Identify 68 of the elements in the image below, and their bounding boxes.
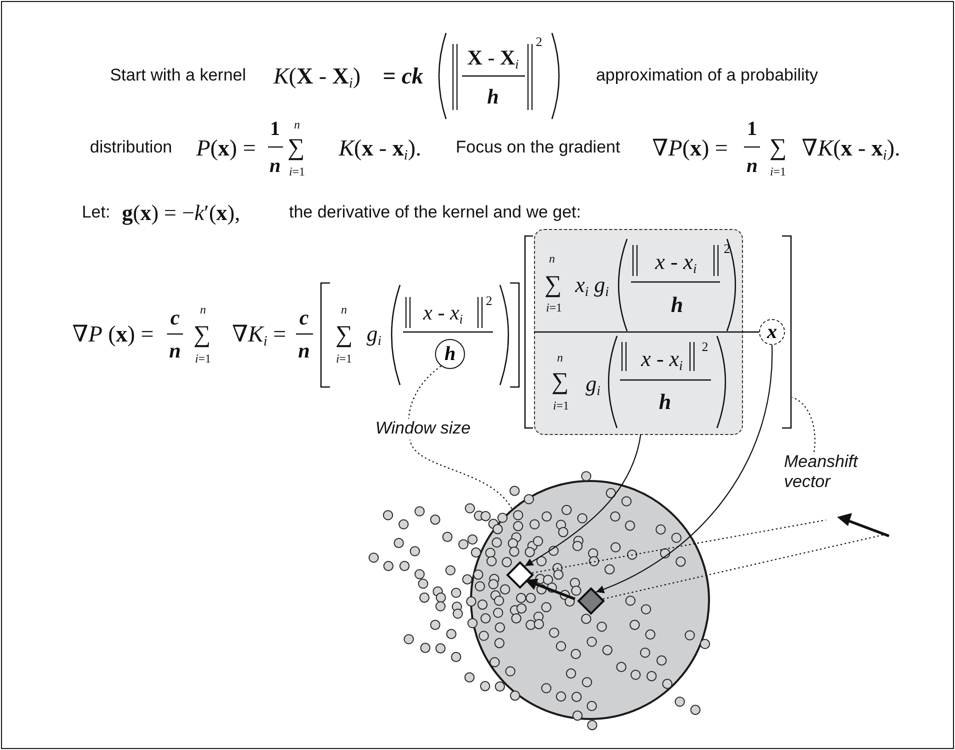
summation-limit: i=1 — [546, 301, 562, 315]
body-text: Let: — [82, 204, 110, 222]
body-text: approximation of a probability — [596, 66, 818, 86]
summation-limit: n — [549, 252, 555, 266]
formula: c — [299, 306, 309, 330]
leader-line — [408, 366, 512, 510]
dashed-highlight-box — [534, 229, 743, 435]
arrow — [524, 578, 576, 600]
exponent: 2 — [486, 294, 492, 308]
summation-limit: i=1 — [194, 352, 212, 366]
summation-limit: n — [557, 351, 563, 365]
formula: x - x$_{i}$ — [641, 346, 683, 372]
summation-limit: i=1 — [552, 399, 570, 413]
circled-symbol: h — [435, 339, 465, 369]
formula: c — [170, 306, 180, 330]
square-brackets — [524, 229, 792, 437]
formula: 1 — [270, 118, 280, 140]
body-text: Start with a kernel — [110, 66, 246, 86]
formula: ∇P (x) = — [72, 321, 154, 347]
formula: g(x) = −k′(x), — [122, 200, 240, 226]
summation-limit: n — [341, 303, 347, 317]
summation-sign: ∑ — [551, 368, 569, 396]
formula: n — [746, 155, 758, 177]
formula: ∇P(x) = — [652, 135, 728, 161]
exponent: 2 — [702, 340, 708, 354]
formula: K(x - x$_{i}$). — [338, 135, 422, 161]
annotation-text: Meanshift vector — [784, 452, 878, 492]
body-text: Focus on the gradient — [456, 138, 620, 158]
formula: ∇K$_{i}$ = — [232, 321, 286, 347]
summation-sign: ∑ — [287, 134, 305, 162]
formula: g$_{i}$ — [366, 322, 382, 346]
body-text: the derivative of the kernel and we get: — [289, 204, 581, 222]
formula: x$_{i}$ g$_{i}$ — [575, 272, 609, 298]
guide-line — [532, 519, 826, 574]
diamond-marker — [577, 587, 605, 615]
summation-limit: n — [294, 118, 300, 132]
formula: 1 — [747, 118, 757, 140]
formula: h — [658, 390, 672, 414]
exponent: 2 — [536, 34, 542, 50]
formula: g$_{i}$ — [586, 372, 600, 396]
fraction-bar — [743, 331, 759, 333]
summation-limit: i=1 — [288, 165, 306, 179]
summation-limit: n — [200, 303, 206, 317]
summation-sign: ∑ — [769, 134, 787, 162]
summation-sign: ∑ — [193, 322, 211, 348]
formula: = ck — [382, 63, 424, 89]
formula: h — [670, 292, 684, 318]
leader-line — [792, 396, 816, 452]
summation-limit: i=1 — [770, 165, 786, 179]
curved-arrow — [524, 434, 642, 566]
formula: n — [169, 339, 181, 363]
formula: ∇K(x - x$_{i}$). — [802, 135, 900, 161]
formula: h — [487, 85, 499, 109]
formula: n — [298, 339, 310, 363]
formula: X - X$_{i}$ — [467, 46, 519, 70]
formula: P(x) = — [196, 135, 256, 161]
diamond-marker — [506, 561, 534, 589]
formula: x - x$_{i}$ — [423, 301, 463, 325]
summation-sign: ∑ — [335, 322, 353, 348]
formula: x - x$_{i}$ — [655, 250, 697, 274]
summation-sign: ∑ — [544, 272, 562, 298]
summation-limit: i=1 — [336, 352, 352, 366]
guide-line — [602, 533, 888, 600]
formula: n — [269, 155, 281, 177]
curved-arrow — [596, 344, 773, 593]
body-text: distribution — [90, 138, 172, 158]
formula: K(X - X$_{i}$) — [273, 63, 361, 89]
dotted-circle-highlight: x — [759, 319, 785, 345]
